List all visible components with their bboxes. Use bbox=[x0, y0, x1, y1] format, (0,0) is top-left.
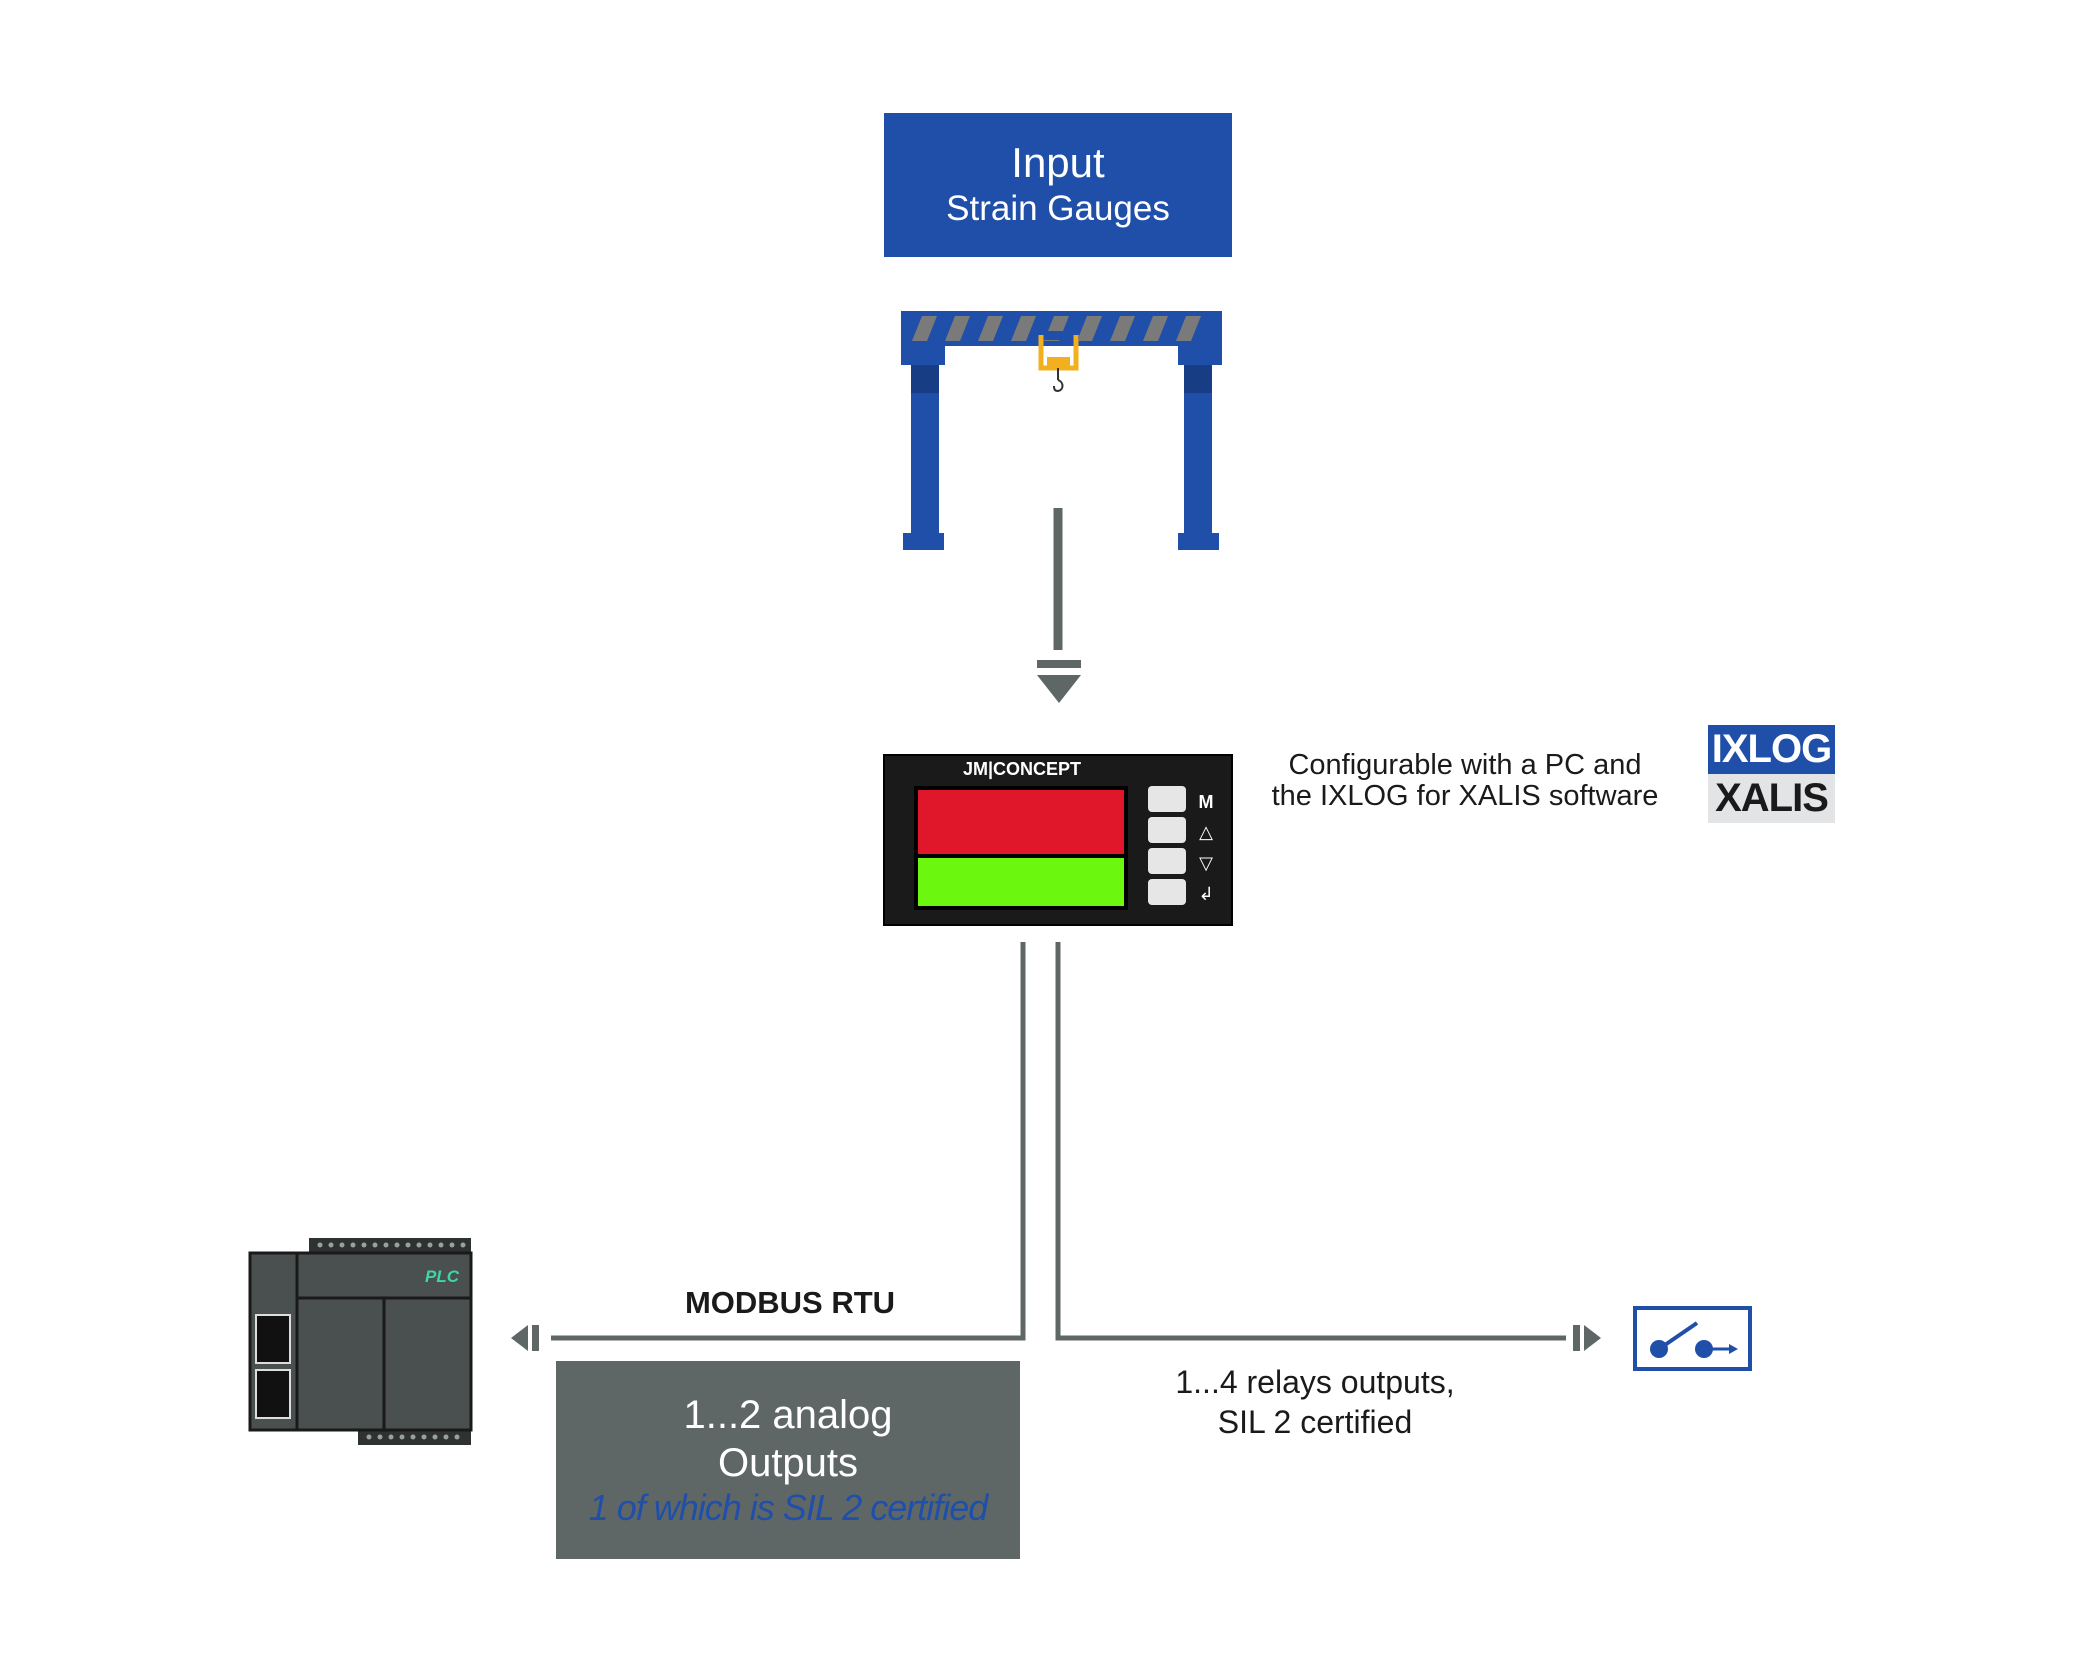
svg-text:△: △ bbox=[1199, 822, 1213, 843]
display-bottom bbox=[914, 854, 1128, 910]
plc-label: PLC bbox=[425, 1267, 460, 1286]
input-subtitle: Strain Gauges bbox=[946, 189, 1170, 228]
plc-icon: PLC bbox=[248, 1238, 473, 1445]
config-note: Configurable with a PC and the IXLOG for… bbox=[1245, 750, 1685, 812]
device-button-down[interactable]: ▽ bbox=[1148, 848, 1213, 874]
input-box: Input Strain Gauges bbox=[884, 113, 1232, 257]
logo-ixlog: IXLOG bbox=[1708, 725, 1835, 774]
panel-meter-device: JM|CONCEPT M △ ▽ ↲ bbox=[883, 754, 1233, 926]
input-title: Input bbox=[1011, 139, 1105, 186]
ixlog-xalis-logo: IXLOG XALIS bbox=[1708, 725, 1835, 823]
config-line-1: Configurable with a PC and bbox=[1288, 749, 1642, 781]
svg-text:▽: ▽ bbox=[1199, 853, 1213, 874]
display-top bbox=[914, 786, 1128, 860]
relay-outputs-text: 1...4 relays outputs, SIL 2 certified bbox=[1125, 1362, 1505, 1442]
analog-line-1: 1...2 analog bbox=[683, 1393, 893, 1437]
gantry-crane-icon bbox=[901, 311, 1222, 550]
logo-xalis: XALIS bbox=[1708, 774, 1835, 823]
analog-line-2: Outputs bbox=[717, 1441, 859, 1485]
analog-outputs-box: 1...2 analog Outputs 1 of which is SIL 2… bbox=[556, 1361, 1020, 1559]
device-button-up[interactable]: △ bbox=[1148, 817, 1213, 843]
modbus-label: MODBUS RTU bbox=[684, 1285, 896, 1320]
svg-text:M: M bbox=[1199, 792, 1214, 812]
analog-line-3: 1 of which is SIL 2 certified bbox=[588, 1487, 989, 1528]
relay-switch-icon bbox=[1633, 1306, 1752, 1371]
arrow-right-icon bbox=[1573, 1325, 1601, 1351]
arrow-down-icon bbox=[1037, 508, 1081, 703]
connector-lines bbox=[551, 942, 1566, 1341]
config-line-2: the IXLOG for XALIS software bbox=[1271, 780, 1659, 812]
device-button-m[interactable]: M bbox=[1148, 786, 1214, 812]
relay-line-2: SIL 2 certified bbox=[1217, 1404, 1413, 1440]
svg-text:↲: ↲ bbox=[1198, 884, 1213, 905]
device-button-enter[interactable]: ↲ bbox=[1148, 879, 1214, 905]
relay-line-1: 1...4 relays outputs, bbox=[1175, 1364, 1455, 1400]
arrow-left-icon bbox=[511, 1325, 539, 1351]
device-brand: JM|CONCEPT bbox=[963, 759, 1081, 779]
